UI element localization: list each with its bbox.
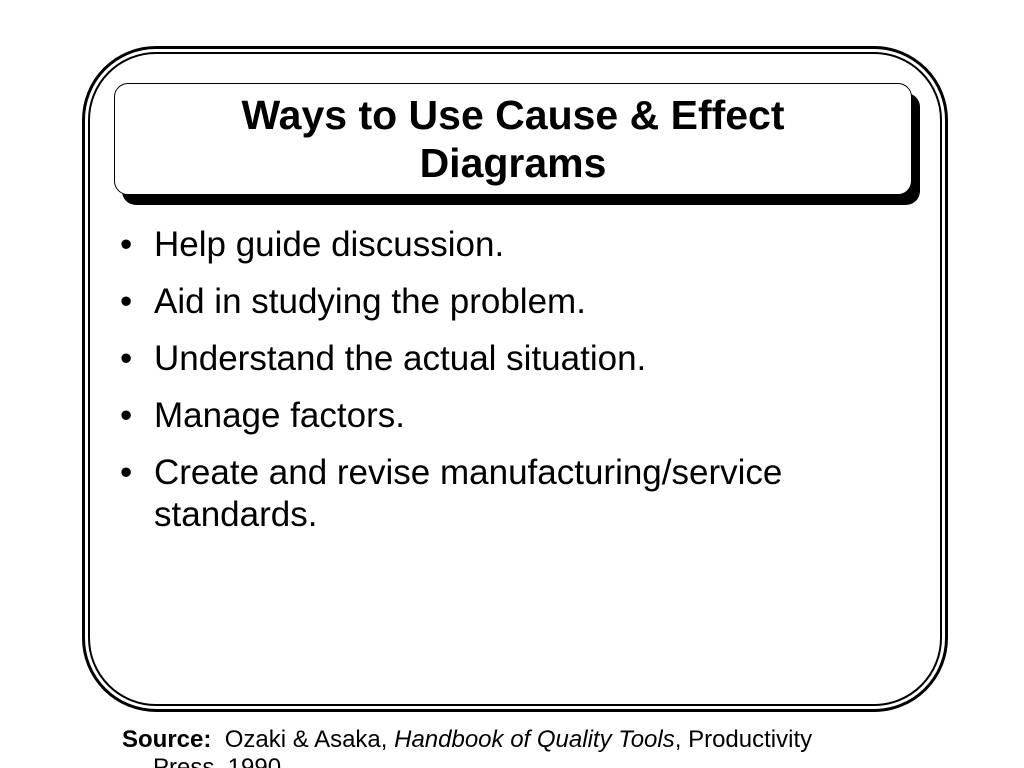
- bullet-dot-icon: •: [120, 225, 133, 264]
- bullet-dot-icon: •: [120, 453, 133, 492]
- source-book-title: Handbook of Quality Tools: [394, 726, 675, 753]
- source-authors: Ozaki & Asaka,: [224, 726, 395, 753]
- bullet-list: • Help guide discussion. • Aid in studyi…: [120, 224, 900, 551]
- source-line-2: Press, 1990.: [153, 754, 288, 768]
- slide-outer-frame: [82, 46, 948, 712]
- bullet-dot-icon: •: [120, 396, 133, 435]
- slide-inner-frame: [88, 52, 942, 706]
- bullet-text: Understand the actual situation.: [154, 339, 647, 378]
- bullet-item: • Create and revise manufacturing/servic…: [120, 452, 900, 536]
- source-label: Source:: [122, 726, 212, 753]
- bullet-item: • Manage factors.: [120, 395, 900, 437]
- title-box: Ways to Use Cause & Effect Diagrams: [114, 83, 912, 195]
- source-publisher: , Productivity: [674, 726, 813, 753]
- bullet-dot-icon: •: [120, 339, 133, 378]
- bullet-text: Help guide discussion.: [154, 225, 505, 264]
- bullet-text: Create and revise manufacturing/service …: [154, 453, 783, 534]
- source-line-1: Source: Ozaki & Asaka, Handbook of Quali…: [122, 726, 922, 754]
- bullet-item: • Understand the actual situation.: [120, 338, 900, 380]
- bullet-dot-icon: •: [120, 282, 133, 321]
- bullet-item: • Aid in studying the problem.: [120, 281, 900, 323]
- bullet-text: Manage factors.: [154, 396, 405, 435]
- slide-title: Ways to Use Cause & Effect Diagrams: [241, 92, 785, 186]
- bullet-text: Aid in studying the problem.: [154, 282, 586, 321]
- bullet-item: • Help guide discussion.: [120, 224, 900, 266]
- source-citation: Source: Ozaki & Asaka, Handbook of Quali…: [122, 726, 922, 768]
